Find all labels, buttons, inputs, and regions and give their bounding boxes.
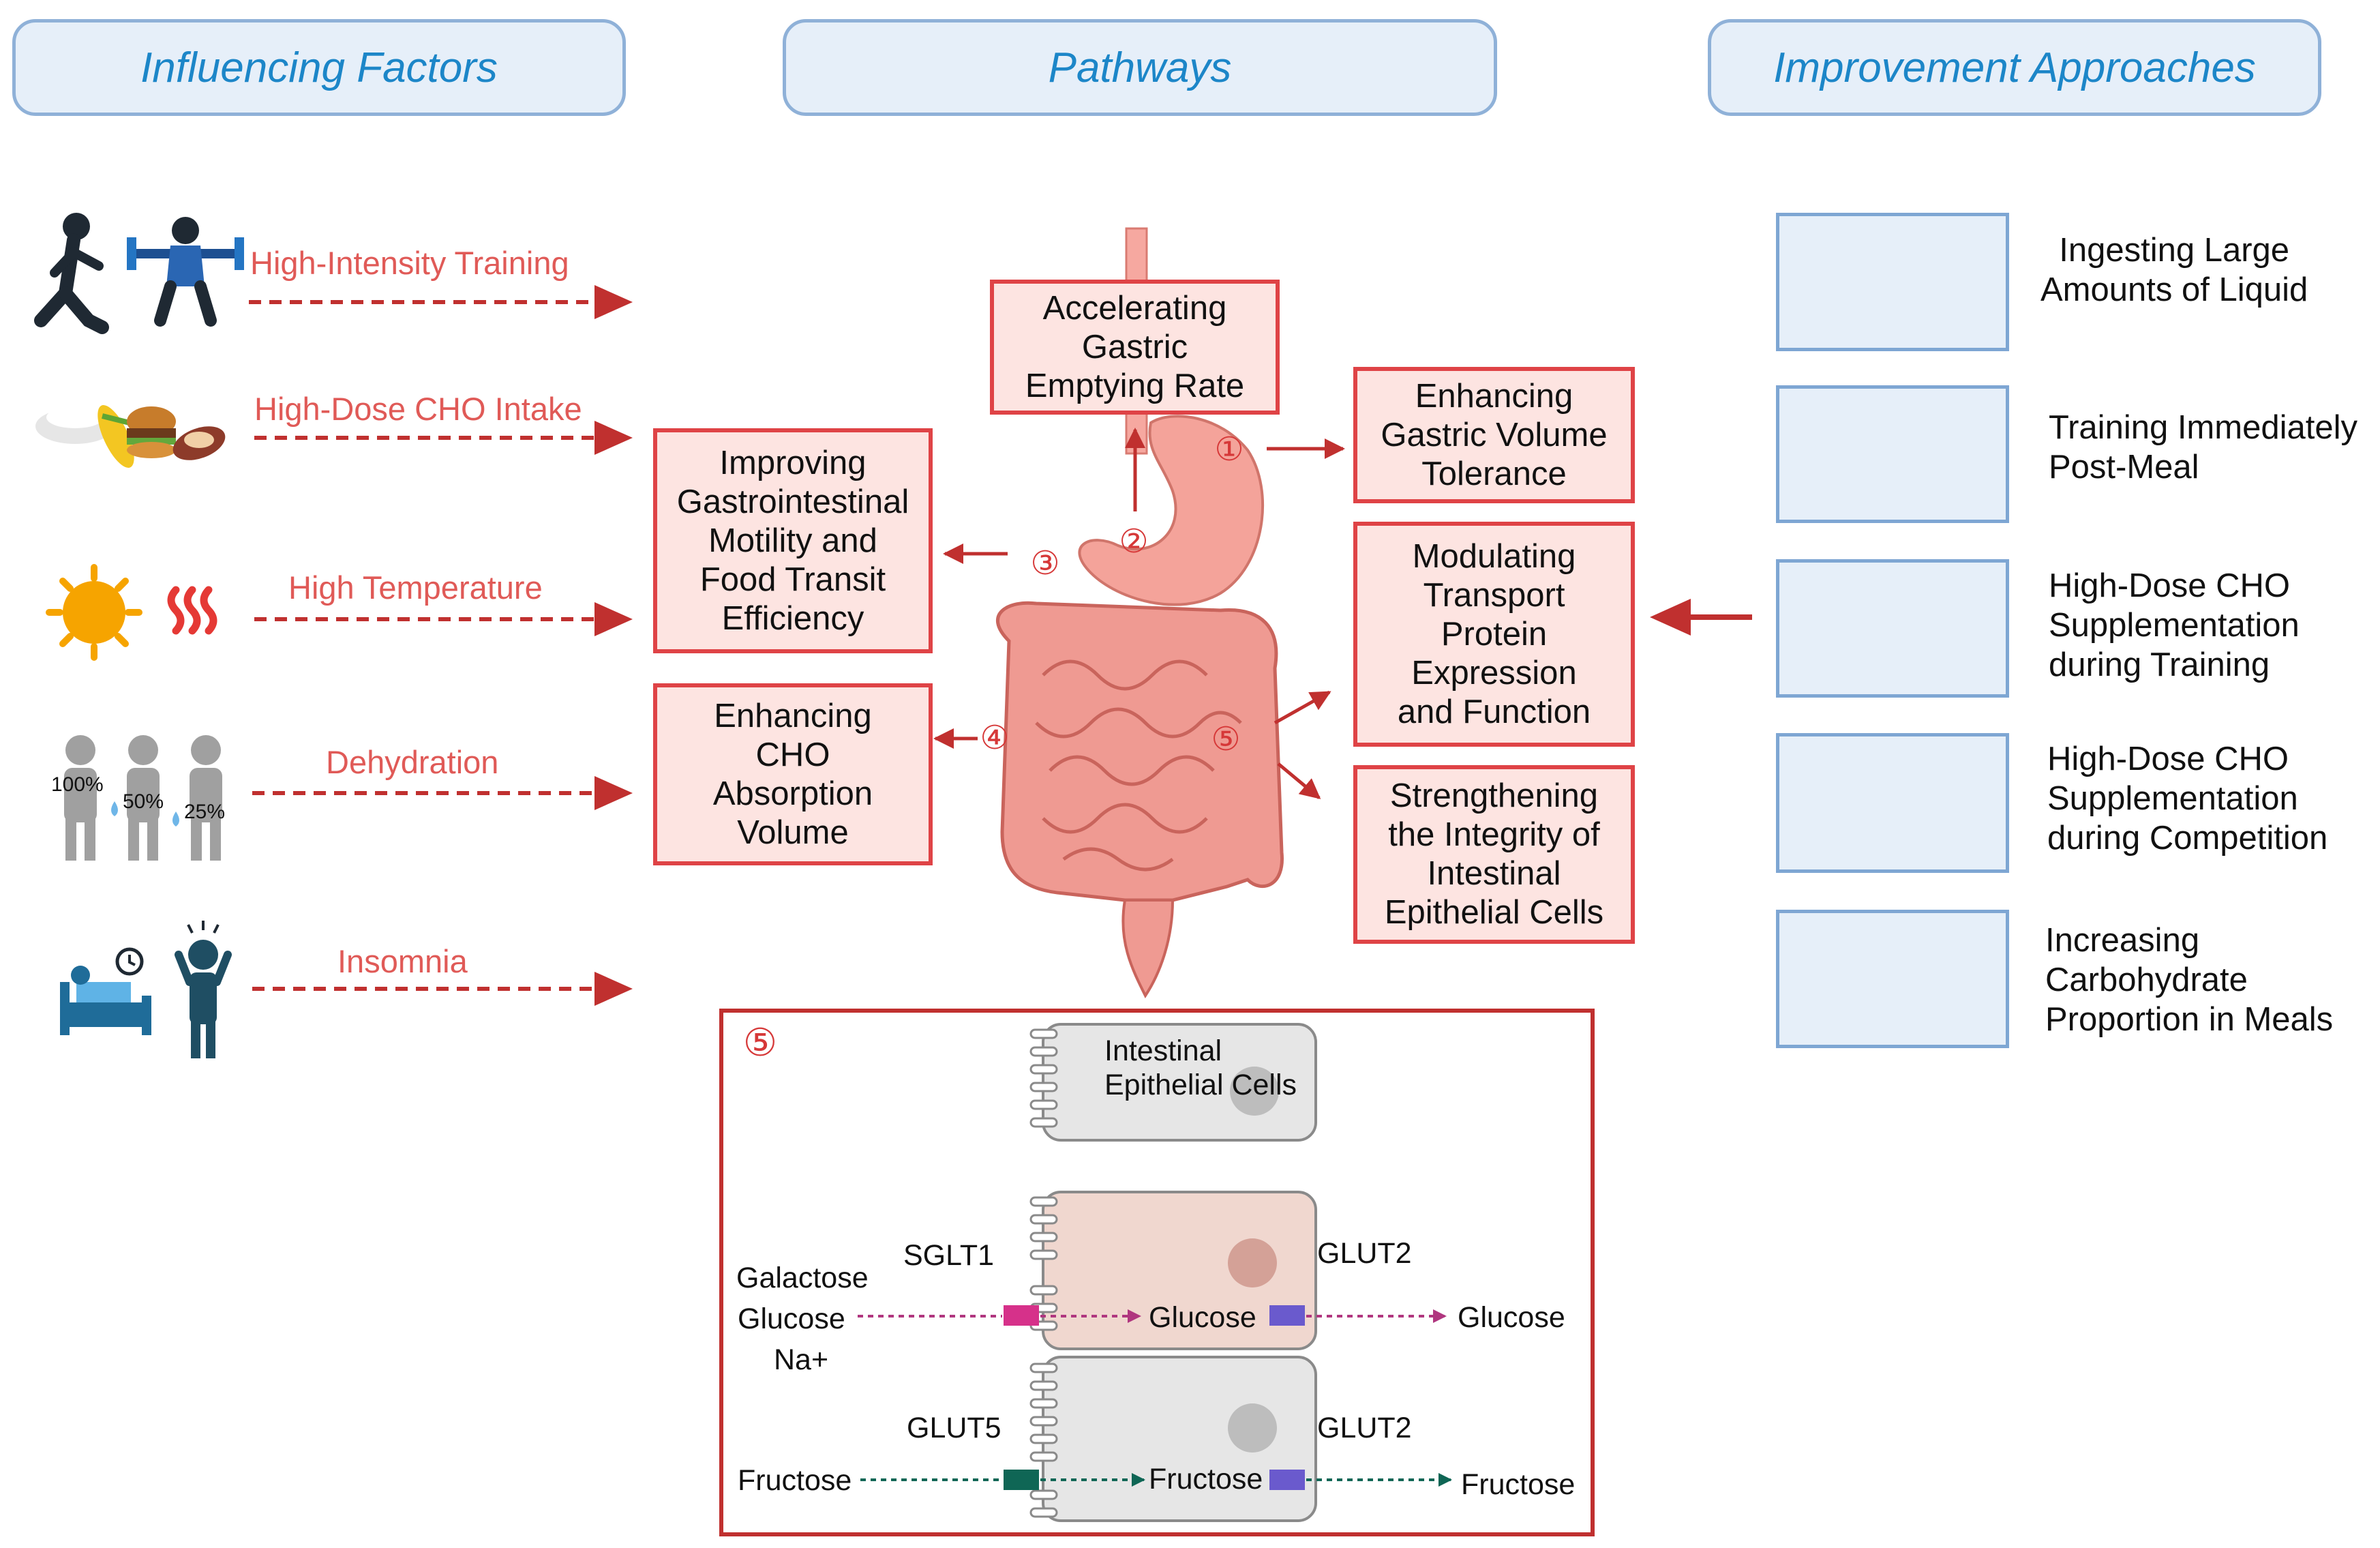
digestive-tract-illustration [996,227,1284,998]
factor-arrows [249,300,617,991]
dehydrated-people-icon [64,735,222,861]
improvement-image-frame-5 [1776,910,2009,1048]
pathway-arrows [933,428,1345,799]
header-label: Pathways [1048,44,1232,91]
fructose-mid-label: Fructose [1149,1463,1263,1495]
marker-2: ② [1119,524,1148,560]
marker-4: ④ [980,720,1009,756]
improvement-text-carb-meals: Increasing Carbohydrate Proportion in Me… [2045,922,2334,1038]
epithelial-cell-bottom [1042,1356,1317,1522]
glucose-mid-label: Glucose [1149,1301,1256,1334]
header-influencing-factors: Influencing Factors [12,19,626,116]
improvement-arrow [1650,599,1752,636]
fructose-in-label: Fructose [738,1464,852,1497]
sglt1-label: SGLT1 [903,1239,994,1272]
pathway-epithelial-integrity: Strengthening the Integrity of Intestina… [1353,765,1635,944]
percent-25: 25% [184,801,225,823]
factor-label-dehydration: Dehydration [326,744,499,780]
header-label: Improvement Approaches [1773,44,2256,91]
pathway-cho-absorption: Enhancing CHO Absorption Volume [653,683,933,865]
sun-heat-icon [46,564,217,661]
marker-1: ① [1214,432,1244,468]
cell-transport-panel: ⑤ [719,1009,1595,1536]
pathway-gastric-volume: Enhancing Gastric Volume Tolerance [1353,367,1635,503]
cells-label-line2: Epithelial Cells [1104,1069,1297,1101]
athletes-icon [34,213,244,334]
improvement-text-competition: High-Dose CHO Supplementation during Com… [2047,741,2328,857]
improvement-image-frame-1 [1776,213,2009,351]
improvement-text-training: High-Dose CHO Supplementation during Tra… [2049,567,2300,683]
fructose-out-label: Fructose [1461,1468,1575,1501]
sglt1-transporter [1004,1305,1039,1326]
cells-label-line1: Intestinal [1104,1035,1222,1067]
factor-label-cho-intake: High-Dose CHO Intake [254,391,582,427]
marker-3: ③ [1030,546,1059,582]
dehydration-percent-labels: 100% 50% 25% [51,773,225,823]
improvement-image-frame-2 [1776,385,2009,523]
pathway-motility: Improving Gastrointestinal Motility and … [653,428,933,653]
improvement-image-frame-3 [1776,559,2009,698]
factor-arrowheads [594,285,633,1006]
improvement-text-liquid: Ingesting Large Amounts of Liquid [2040,232,2308,308]
marker-5: ⑤ [1211,721,1240,758]
header-label: Influencing Factors [140,44,498,91]
improvement-image-frame-4 [1776,733,2009,873]
percent-50: 50% [123,790,164,813]
factor-label-insomnia: Insomnia [337,943,468,979]
panel-marker: ⑤ [743,1021,777,1064]
factor-label-training: High-Intensity Training [250,245,569,281]
glucose-out-label: Glucose [1458,1301,1565,1334]
glut5-transporter [1004,1470,1039,1490]
food-icon [35,405,226,468]
insomnia-icon [60,921,232,1058]
microvilli [1029,1028,1058,1518]
tract-markers: ① ② ③ ④ ⑤ [980,432,1244,758]
pathway-gastric-emptying: Accelerating Gastric Emptying Rate [990,280,1280,415]
sodium-label: Na+ [774,1343,828,1376]
glut5-label: GLUT5 [907,1412,1001,1444]
epithelial-cell-top [1042,1023,1317,1142]
galactose-label: Galactose [736,1262,869,1294]
improvement-text-post-meal: Training Immediately Post-Meal [2049,409,2358,486]
glut2-label-top: GLUT2 [1317,1237,1412,1270]
header-pathways: Pathways [783,19,1497,116]
pathway-transport-protein: Modulating Transport Protein Expression … [1353,522,1635,747]
epithelial-cell-middle [1042,1191,1317,1350]
percent-100: 100% [51,773,104,796]
header-improvement-approaches: Improvement Approaches [1708,19,2321,116]
factor-label-temperature: High Temperature [288,569,543,606]
glut2-transporter-top [1269,1305,1305,1326]
glut2-transporter-bottom [1269,1470,1305,1490]
glut2-label-bottom: GLUT2 [1317,1412,1412,1444]
glucose-in-label: Glucose [738,1303,845,1335]
